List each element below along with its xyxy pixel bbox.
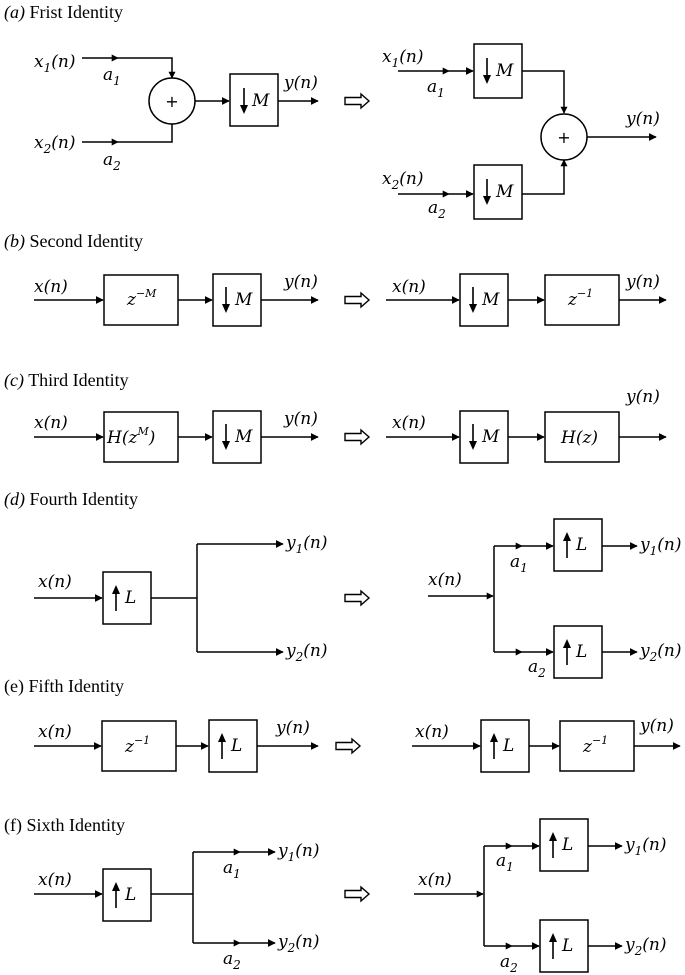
downsampler: [229, 73, 279, 127]
downsampler: [212, 410, 262, 464]
output-y: y(n): [625, 272, 660, 292]
factor-L: L: [502, 736, 514, 756]
filter-block: [103, 411, 179, 463]
output-y: y(n): [625, 387, 660, 407]
input-x: x(n): [34, 277, 68, 297]
implies-arrow-icon: [344, 292, 370, 308]
downsampler: [473, 43, 523, 99]
delay-block: [103, 274, 179, 326]
output-y: y(n): [283, 73, 318, 93]
output-y2: y2(n): [285, 641, 327, 664]
section-b-title: (b) Second Identity: [4, 231, 143, 252]
delay-z-1: z−1: [567, 287, 593, 310]
input-x2: x2(n): [382, 169, 423, 192]
output-y1: y1(n): [277, 841, 319, 864]
downsampler: [473, 164, 523, 220]
adder-plus: +: [557, 128, 570, 147]
gain-a2: a2: [103, 150, 121, 173]
input-x: x(n): [392, 413, 426, 433]
output-y: y(n): [283, 272, 318, 292]
implies-arrow-icon: [344, 93, 370, 109]
output-y2: y2(n): [639, 641, 681, 664]
factor-M: M: [481, 290, 500, 310]
delay-z-M: z−M: [126, 287, 157, 310]
gain-a2: a2: [500, 952, 518, 975]
adder-plus: +: [165, 92, 178, 111]
upsampler: [208, 719, 258, 773]
filter-H-z: H(z): [560, 428, 598, 448]
output-y2: y2(n): [624, 935, 666, 958]
gain-a1: a1: [496, 851, 514, 874]
factor-M: M: [234, 290, 253, 310]
input-x: x(n): [392, 277, 426, 297]
section-f-title: (f) Sixth Identity: [4, 815, 125, 836]
output-y: y(n): [283, 409, 318, 429]
section-a: (a) Frist Identity x1(n) a1 x2(n) a2 + M…: [4, 2, 660, 221]
input-x: x(n): [418, 870, 452, 890]
upsampler: [553, 625, 603, 679]
downsampler: [459, 273, 509, 327]
implies-arrow-icon: [335, 738, 361, 754]
gain-a1: a1: [510, 552, 528, 575]
section-c-title: (c) Third Identity: [4, 370, 129, 391]
section-c: (c) Third Identity x(n) H(zM) M y(n) x(n…: [4, 370, 667, 464]
delay-block: [544, 274, 620, 326]
section-b: (b) Second Identity x(n) z−M M y(n) x(n)…: [4, 231, 667, 327]
gain-a2: a2: [428, 198, 446, 221]
input-x: x(n): [38, 870, 72, 890]
input-x: x(n): [428, 570, 462, 590]
filter-H-zM: H(zM): [106, 425, 155, 448]
implies-arrow-icon: [344, 429, 370, 445]
output-y: y(n): [625, 109, 660, 129]
factor-L: L: [230, 736, 242, 756]
factor-M: M: [495, 182, 514, 202]
factor-L: L: [561, 936, 573, 956]
gain-a2: a2: [223, 949, 241, 972]
input-x2: x2(n): [34, 133, 75, 156]
input-x: x(n): [34, 413, 68, 433]
implies-arrow-icon: [344, 886, 370, 902]
upsampler: [553, 518, 603, 572]
factor-L: L: [124, 588, 136, 608]
output-y1: y1(n): [639, 535, 681, 558]
input-x1: x1(n): [382, 47, 423, 70]
input-x1: x1(n): [34, 52, 75, 75]
gain-a1: a1: [427, 77, 445, 100]
upsampler: [102, 868, 152, 922]
factor-M: M: [234, 427, 253, 447]
section-d-title: (d) Fourth Identity: [4, 489, 138, 510]
gain-a1: a1: [103, 65, 121, 88]
delay-z-1: z−1: [124, 734, 150, 757]
output-y1: y1(n): [285, 533, 327, 556]
factor-M: M: [481, 427, 500, 447]
gain-a1: a1: [223, 858, 241, 881]
upsampler: [539, 818, 589, 872]
input-x: x(n): [38, 722, 72, 742]
factor-L: L: [124, 885, 136, 905]
factor-M: M: [495, 61, 514, 81]
implies-arrow-icon: [344, 590, 370, 606]
downsampler: [212, 273, 262, 327]
input-x: x(n): [415, 722, 449, 742]
gain-a2: a2: [528, 657, 546, 680]
section-e: (e) Fifth Identity x(n) z−1 L y(n) x(n) …: [4, 676, 681, 773]
factor-L: L: [575, 642, 587, 662]
upsampler: [480, 719, 530, 773]
output-y2: y2(n): [277, 932, 319, 955]
factor-L: L: [561, 835, 573, 855]
section-a-title: (a) Frist Identity: [4, 2, 123, 23]
section-e-title: (e) Fifth Identity: [4, 676, 124, 697]
output-y1: y1(n): [624, 835, 666, 858]
output-y: y(n): [639, 716, 674, 736]
downsampler: [459, 410, 509, 464]
factor-L: L: [575, 535, 587, 555]
output-y: y(n): [275, 718, 310, 738]
delay-z-1: z−1: [582, 734, 608, 757]
section-d: (d) Fourth Identity x(n) L y1(n) y2(n) x…: [4, 489, 681, 680]
input-x: x(n): [38, 572, 72, 592]
section-f: (f) Sixth Identity x(n) L a1 a2 y1(n) y2…: [4, 815, 666, 975]
factor-M: M: [251, 91, 270, 111]
